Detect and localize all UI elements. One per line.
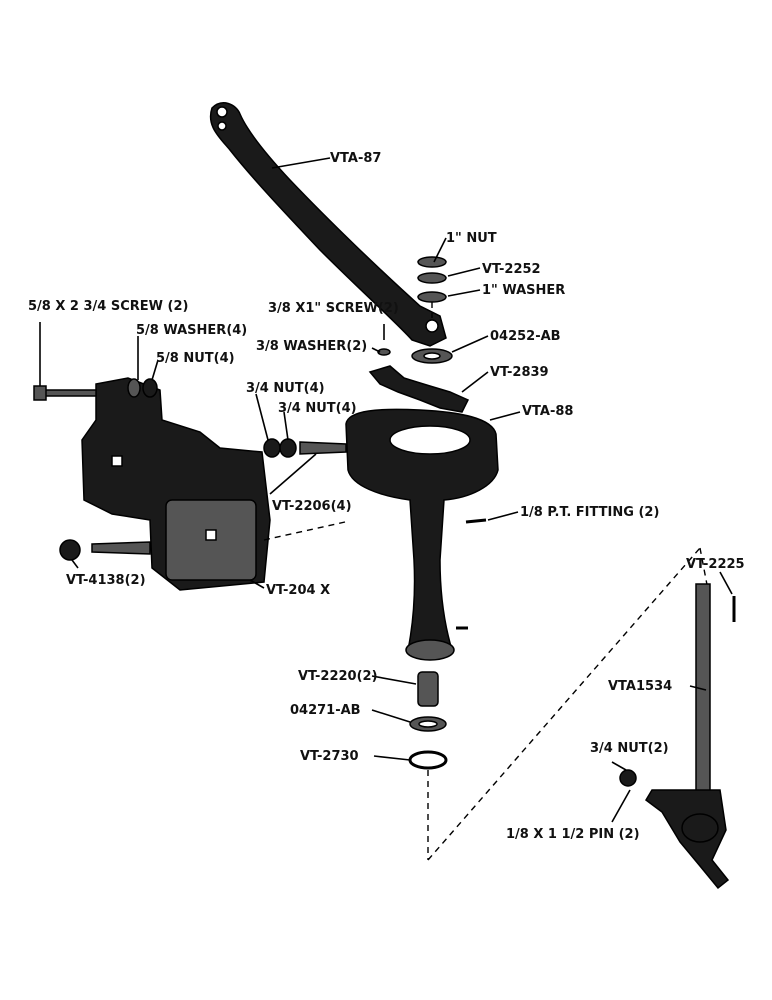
label-vt2220: VT-2220(2) — [298, 669, 378, 684]
pt-fitting — [465, 518, 487, 524]
stud-vt2206 — [299, 441, 347, 455]
bracket-vt2839 — [368, 365, 470, 413]
spindle-housing-vta88 — [345, 408, 499, 661]
label-vt2225: VT-2225 — [686, 557, 745, 572]
label-screw58: 5/8 X 2 3/4 SCREW (2) — [28, 299, 188, 314]
label-04271ab: 04271-AB — [290, 703, 361, 718]
label-vt4138: VT-4138(2) — [66, 573, 146, 588]
label-vt2252: VT-2252 — [482, 262, 541, 277]
axle-bracket-vt204x — [81, 377, 271, 591]
label-vta87: VTA-87 — [330, 151, 381, 166]
spindle-vta1534 — [645, 583, 730, 890]
label-nut34a: 3/4 NUT(4) — [246, 381, 325, 396]
label-vt204x: VT-204 X — [266, 583, 330, 598]
washer-1in — [417, 291, 447, 303]
nut-34a — [263, 438, 281, 458]
label-nut58: 5/8 NUT(4) — [156, 351, 235, 366]
label-vt2839: VT-2839 — [490, 365, 549, 380]
label-washer38: 3/8 WASHER(2) — [256, 339, 367, 354]
label-washer58: 5/8 WASHER(4) — [136, 323, 247, 338]
stud-vt4138 — [91, 541, 151, 555]
label-screw38: 3/8 X1" SCREW(2) — [268, 301, 399, 316]
nut-34c — [619, 769, 637, 787]
label-vt2730: VT-2730 — [300, 749, 359, 764]
nut-34b — [279, 438, 297, 458]
washer-58 — [127, 378, 141, 398]
label-washer1: 1" WASHER — [482, 283, 565, 298]
ring-vt2730 — [408, 750, 448, 770]
label-vt2206: VT-2206(4) — [272, 499, 352, 514]
label-nut34b: 3/4 NUT(4) — [278, 401, 357, 416]
bushing-vt2220 — [417, 671, 439, 707]
nut-1in — [417, 256, 447, 268]
label-pin: 1/8 X 1 1/2 PIN (2) — [506, 827, 640, 842]
bolt-58 — [33, 385, 97, 401]
label-ptfitting: 1/8 P.T. FITTING (2) — [520, 505, 659, 520]
steering-arm-vta87 — [209, 102, 447, 347]
label-nut34c: 3/4 NUT(2) — [590, 741, 669, 756]
label-nut1: 1" NUT — [446, 231, 497, 246]
washer-vt2252 — [417, 272, 447, 284]
label-vta88: VTA-88 — [522, 404, 573, 419]
label-04252ab: 04252-AB — [490, 329, 561, 344]
nut-58 — [142, 378, 158, 398]
washer-38 — [377, 348, 391, 356]
label-vta1534: VTA1534 — [608, 679, 672, 694]
nut-vt4138 — [59, 539, 81, 561]
